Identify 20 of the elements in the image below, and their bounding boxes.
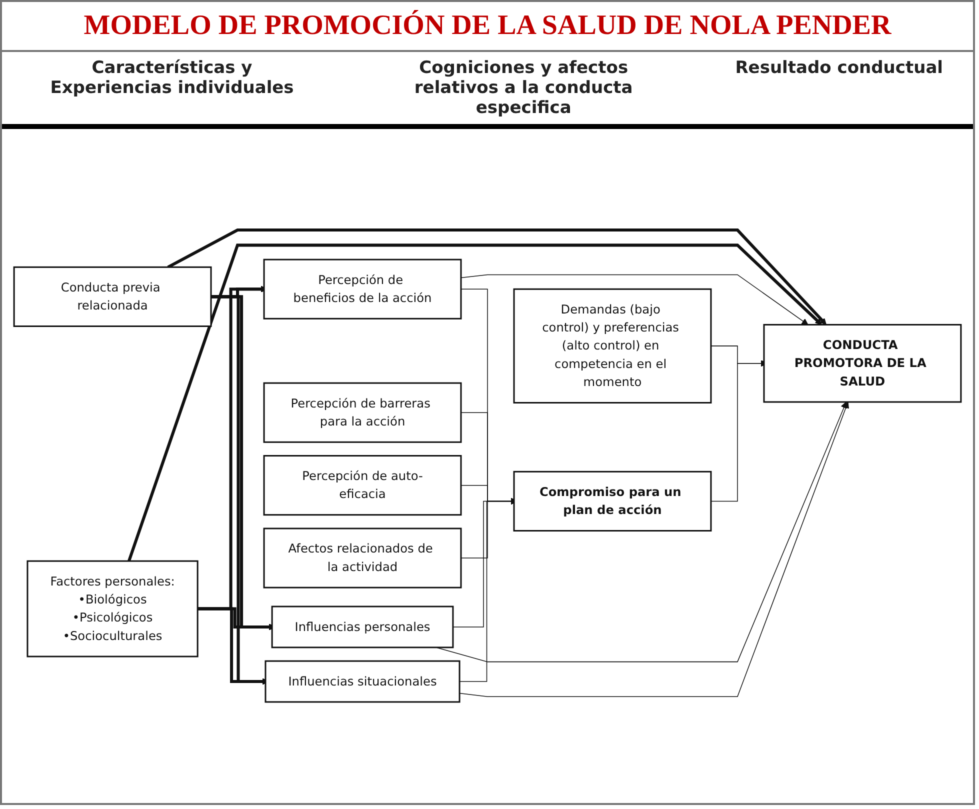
- node-box: Factores personales: •Biológicos •Psicológicos •Socioculturales: [26, 560, 198, 658]
- arrow: [167, 228, 827, 326]
- column-heading: Resultado conductual: [735, 58, 943, 80]
- node-box: Influencias personales: [271, 606, 454, 648]
- arrow: [128, 244, 822, 562]
- node-box: Percepción de beneficios de la acción: [263, 258, 462, 320]
- node-box: Percepción de auto-eficacia: [263, 455, 462, 516]
- node-box: Percepción de barreras para la acción: [263, 382, 462, 443]
- arrow: [436, 402, 848, 662]
- column-heading: Cogniciones y afectos relativos a la conducta especifica: [413, 58, 634, 118]
- node-box: Conducta previa relacionada: [13, 266, 212, 327]
- node-box: Afectos relacionados de la actividad: [263, 528, 462, 588]
- node-box: Demandas (bajo control) y preferencias (alto control) en competencia en el momento: [513, 288, 712, 404]
- node-box: CONDUCTA PROMOTORA DE LA SALUD: [763, 324, 962, 403]
- arrow: [459, 402, 849, 698]
- arrow: [460, 274, 808, 326]
- diagram-title: MODELO DE PROMOCIÓN DE LA SALUD DE NOLA PENDER: [2, 2, 973, 52]
- node-box: Influencias situacionales: [264, 660, 460, 703]
- node-box: Compromiso para un plan de acción: [513, 470, 712, 532]
- column-heading: Características y Experiencias individuales: [49, 58, 295, 100]
